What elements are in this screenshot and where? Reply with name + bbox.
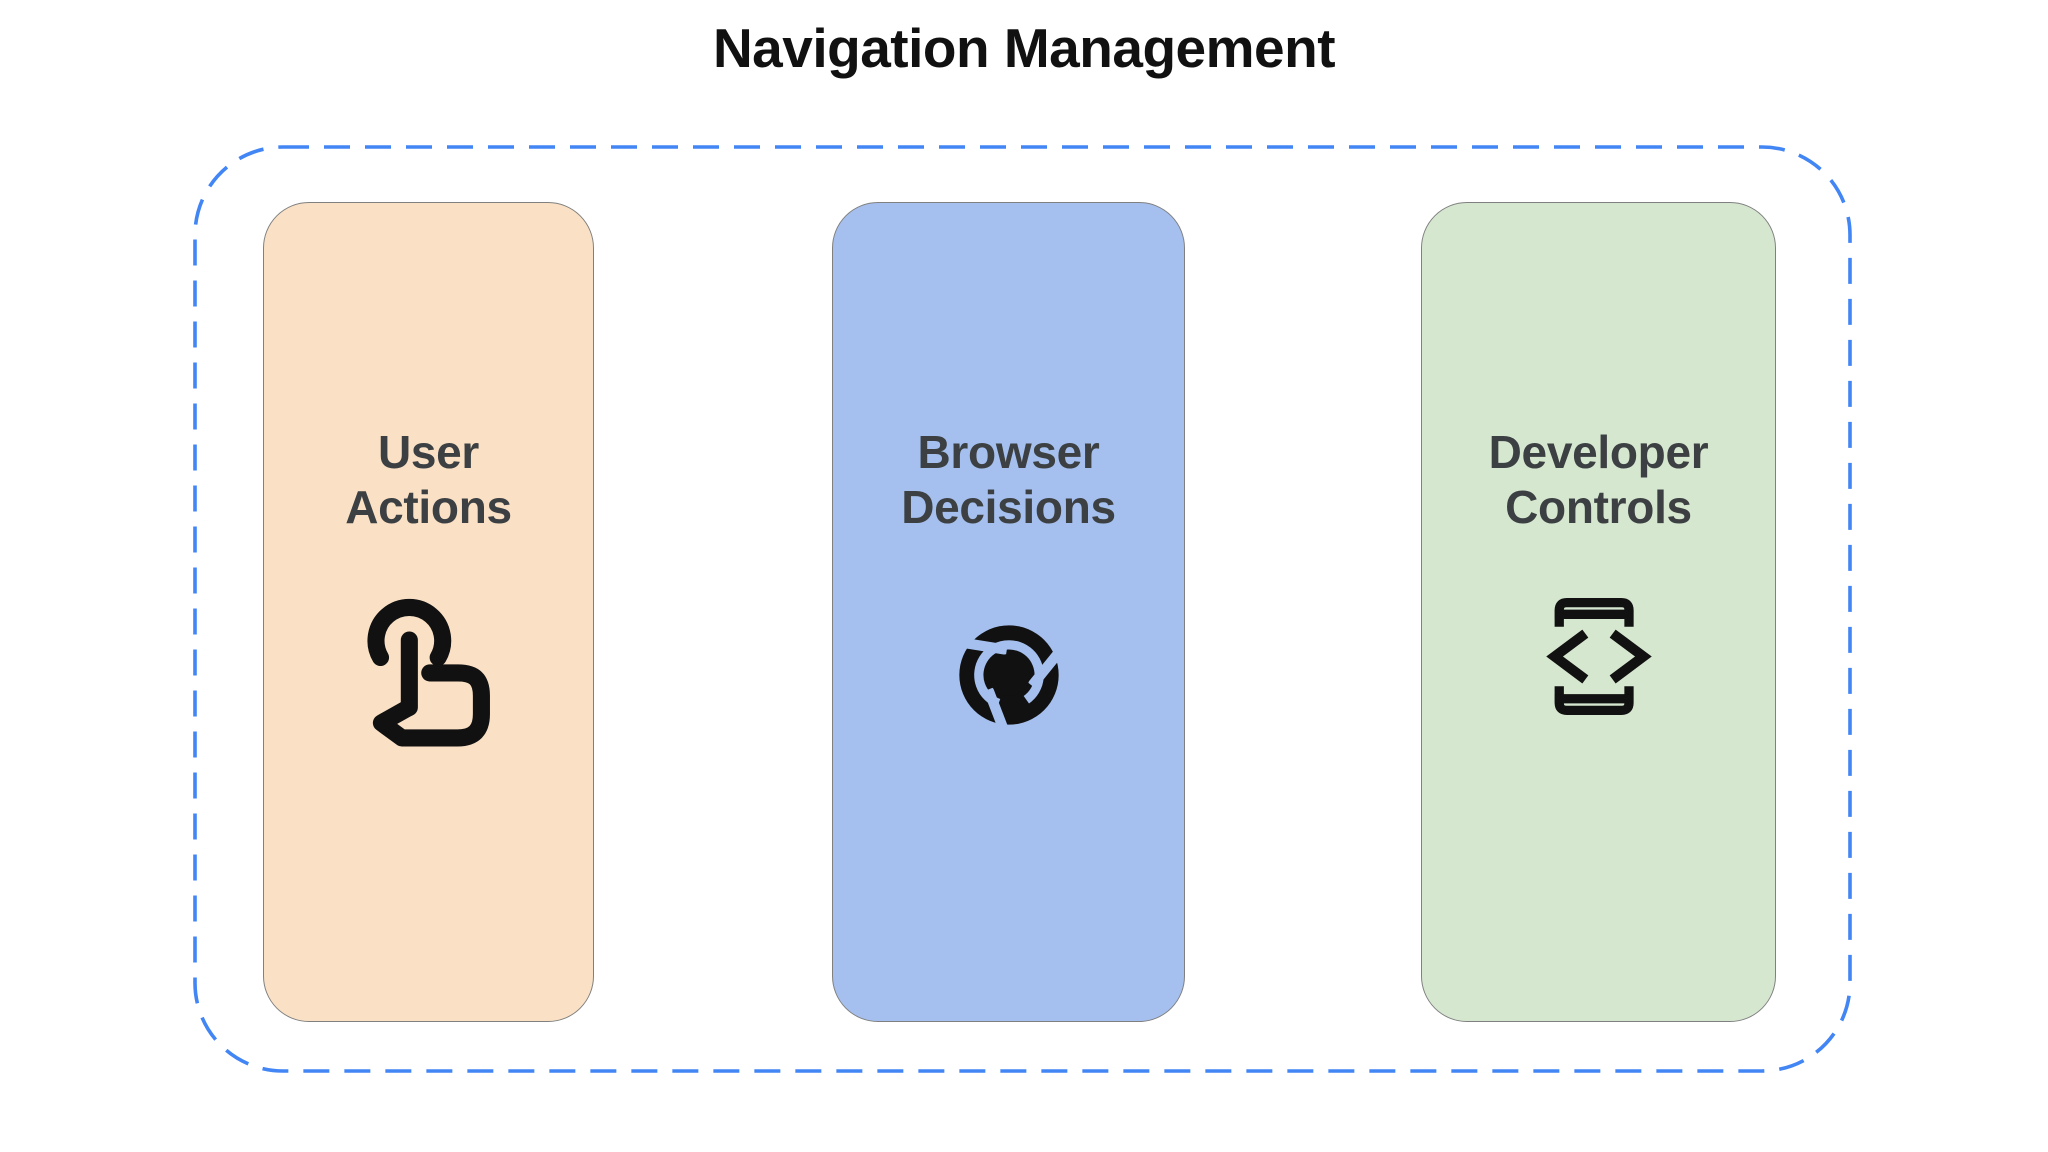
card-user-actions: User Actions <box>263 202 594 1022</box>
navigation-management-group: User Actions Browser Decisions <box>193 145 1852 1073</box>
card-label-user-actions: User Actions <box>345 426 512 534</box>
developer-mode-icon <box>1539 595 1659 755</box>
chrome-browser-icon <box>953 595 1065 755</box>
touch-gesture-icon <box>363 595 494 755</box>
card-label-developer-controls: Developer Controls <box>1488 426 1709 534</box>
card-label-browser-decisions: Browser Decisions <box>901 426 1116 534</box>
page-title: Navigation Management <box>712 17 1336 79</box>
dashed-border <box>193 145 1852 1073</box>
card-developer-controls: Developer Controls <box>1421 202 1776 1022</box>
card-browser-decisions: Browser Decisions <box>832 202 1185 1022</box>
